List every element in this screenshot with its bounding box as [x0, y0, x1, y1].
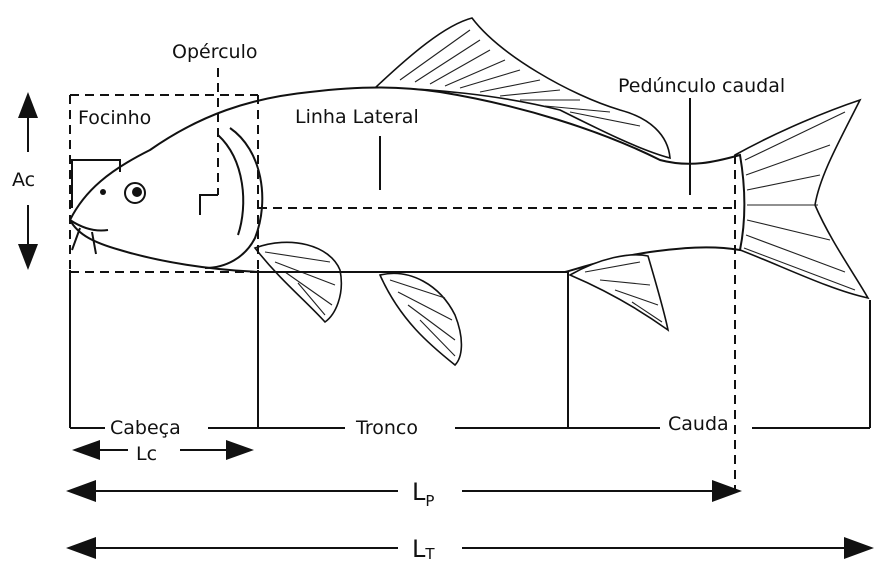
barbel: [72, 228, 80, 250]
ac-arrow-down-head: [18, 244, 38, 270]
linha-lateral-label: Linha Lateral: [295, 106, 419, 128]
lc-arrow-left-head: [72, 440, 100, 460]
ac-label: Ac: [12, 169, 35, 191]
operculo-label: Opérculo: [172, 41, 258, 63]
lt-label-main: L: [412, 535, 426, 561]
lt-label-sub: T: [424, 545, 435, 561]
cabeca-label: Cabeça: [110, 417, 181, 439]
lp-label-main: L: [412, 478, 426, 506]
lp-label: LP: [412, 478, 434, 510]
nostril: [100, 189, 106, 195]
lt-label: LT: [412, 535, 435, 561]
lt-arrow-right-head: [844, 537, 874, 559]
tronco-label: Tronco: [355, 417, 418, 439]
pelvic-fin: [380, 273, 461, 365]
pupil: [132, 187, 142, 197]
fish-illustration: [70, 18, 868, 365]
lt-arrow-left-head: [66, 537, 96, 559]
caudal-fin: [735, 100, 868, 298]
cauda-label: Cauda: [668, 413, 729, 435]
focinho-label: Focinho: [78, 107, 151, 129]
lc-label: Lc: [136, 443, 157, 465]
ac-arrow-up-head: [18, 92, 38, 118]
lc-arrow-right-head: [226, 440, 254, 460]
lp-label-sub: P: [425, 492, 434, 510]
pedunculo-label: Pedúnculo caudal: [618, 75, 785, 97]
lp-arrow-left-head: [66, 480, 96, 502]
lp-arrow-right-head: [712, 480, 742, 502]
